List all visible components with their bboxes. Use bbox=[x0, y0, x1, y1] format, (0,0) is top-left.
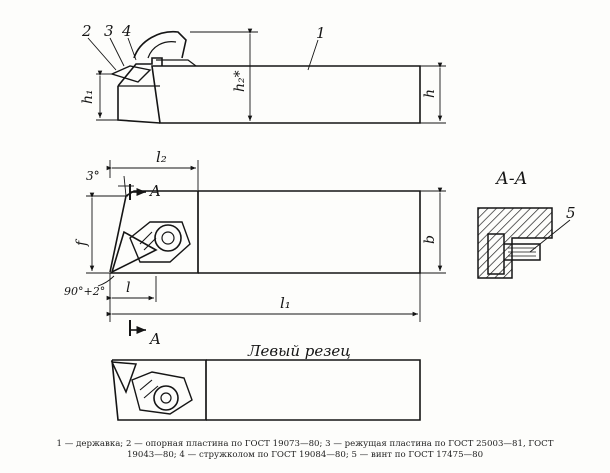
dim-h2: h₂* bbox=[232, 70, 248, 92]
dim-angle-90: 90°+2° bbox=[64, 285, 105, 298]
dim-h1: h₁ bbox=[80, 89, 96, 104]
callout-1: 1 bbox=[316, 24, 326, 42]
dim-l2: l₂ bbox=[156, 148, 167, 166]
side-view bbox=[110, 31, 421, 124]
dim-f: f bbox=[74, 238, 90, 247]
section-mark-bottom: A bbox=[148, 330, 161, 348]
section-a-a bbox=[477, 207, 571, 279]
callout-3: 3 bbox=[104, 22, 114, 40]
left-screw bbox=[153, 385, 179, 411]
holder-side-outline bbox=[151, 65, 421, 124]
subtitle: Левый резец bbox=[247, 342, 351, 360]
top-view-dimensions bbox=[86, 160, 446, 336]
caption-line-2: 19043—80; 4 — стружколом по ГОСТ 19084—8… bbox=[126, 450, 484, 460]
dim-b: b bbox=[422, 235, 438, 244]
callout-4: 4 bbox=[121, 22, 132, 40]
section-title: А-А bbox=[495, 169, 528, 189]
side-view-dimensions bbox=[87, 28, 446, 124]
legend-caption: 1 — державка; 2 — опорная пластина по ГО… bbox=[8, 439, 602, 461]
callout-5: 5 bbox=[566, 204, 576, 222]
dim-l1: l₁ bbox=[280, 294, 291, 312]
left-cutter-view bbox=[110, 359, 421, 421]
head-top-outline bbox=[109, 190, 199, 274]
dim-l: l bbox=[126, 280, 130, 296]
left-holder-outline bbox=[206, 359, 421, 421]
dim-angle-3: 3° bbox=[86, 169, 100, 183]
section-mark-top: A bbox=[148, 182, 161, 200]
left-insert bbox=[110, 361, 138, 394]
clamp-side bbox=[133, 31, 187, 59]
holder-top-outline bbox=[198, 190, 421, 274]
top-view bbox=[109, 190, 421, 274]
insert-side bbox=[110, 65, 152, 83]
dim-h: h bbox=[422, 89, 438, 98]
insert-top bbox=[110, 230, 158, 274]
callout-2: 2 bbox=[81, 22, 92, 40]
screw-top bbox=[154, 224, 182, 252]
caption-line-1: 1 — державка; 2 — опорная пластина по ГО… bbox=[56, 439, 554, 449]
